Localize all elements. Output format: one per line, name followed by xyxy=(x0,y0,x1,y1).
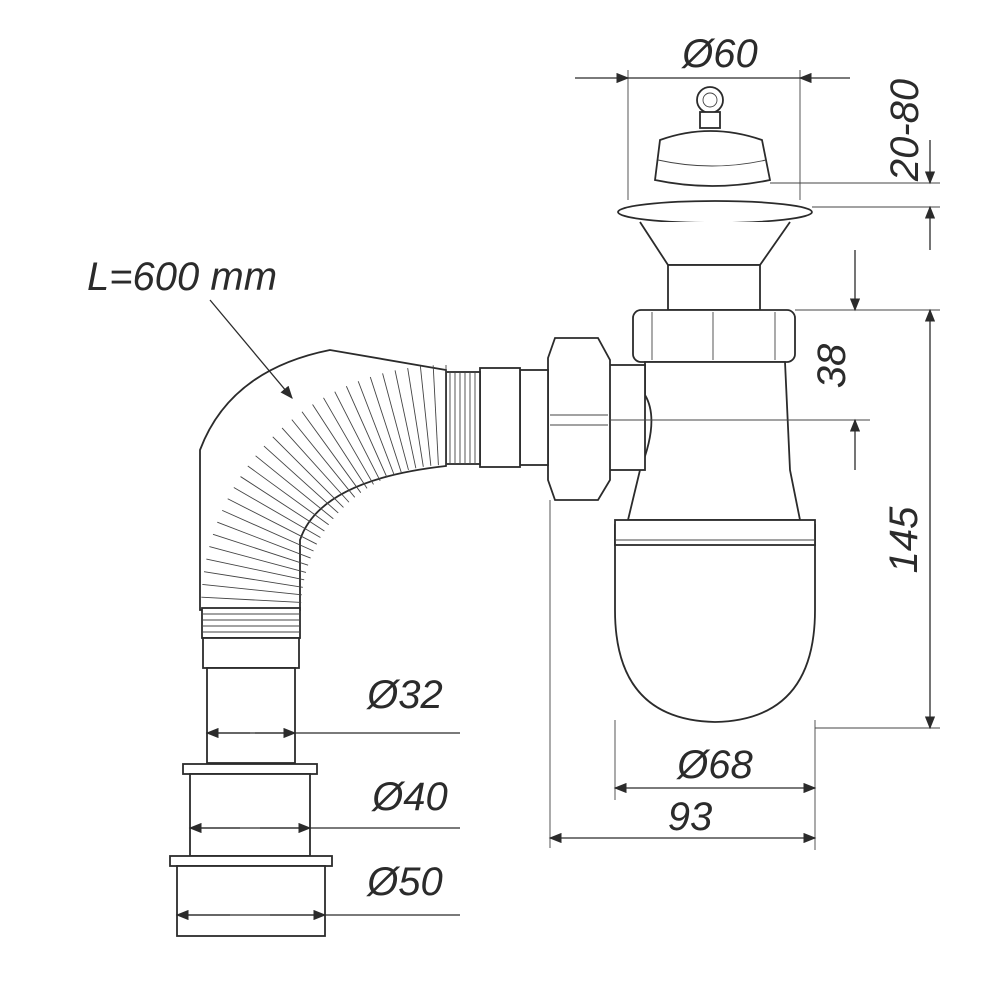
hose-rib xyxy=(201,596,302,603)
hose-rib xyxy=(323,397,374,485)
top-nut xyxy=(632,309,796,363)
outlet-d32-label: Ø32 xyxy=(365,673,443,717)
outlet-pipe xyxy=(202,637,300,764)
hose-rib xyxy=(272,436,344,508)
total-height-label: 145 xyxy=(882,506,926,573)
hose-rib xyxy=(263,445,339,514)
hose-rib xyxy=(419,366,432,466)
hose-rib xyxy=(291,419,356,498)
hose-rib xyxy=(394,370,417,469)
bottle-diameter-label: Ø68 xyxy=(675,743,753,787)
hose-rib xyxy=(247,465,329,526)
hose-rib xyxy=(301,411,362,493)
hose-rib xyxy=(382,373,409,471)
side-outlet-nut xyxy=(445,337,646,501)
adapter-50 xyxy=(169,855,333,937)
outlet-d40-label: Ø40 xyxy=(370,775,448,819)
plug-height-label: 20-80 xyxy=(883,79,927,182)
hose-rib xyxy=(281,427,350,503)
flexible-corrugated-hose xyxy=(199,349,447,639)
adapter-40 xyxy=(182,763,318,857)
hose-rib xyxy=(255,455,334,520)
hose-rib xyxy=(369,376,402,473)
hose-rib xyxy=(227,498,318,545)
stopper-diameter-label: Ø60 xyxy=(680,32,758,76)
hose-rib xyxy=(432,365,439,466)
stopper-plug xyxy=(654,86,772,187)
sink-flange xyxy=(617,200,813,311)
hose-rib xyxy=(212,533,309,566)
hose-rib xyxy=(312,404,368,489)
hose-rib xyxy=(221,509,314,552)
siphon-body xyxy=(614,361,816,723)
hose-rib xyxy=(233,487,321,538)
hose-rib xyxy=(209,546,307,573)
hose-rib xyxy=(240,476,325,532)
nut-height-label: 38 xyxy=(810,343,854,388)
hose-rib xyxy=(334,391,381,482)
outlet-d50-label: Ø50 xyxy=(365,860,443,904)
hose-rib xyxy=(345,385,388,478)
hose-rib xyxy=(217,521,311,559)
dimension-lines xyxy=(175,70,940,921)
hose-rib xyxy=(407,367,424,467)
hose-length-label: L=600 mm xyxy=(87,255,277,299)
outlet-offset-label: 93 xyxy=(668,795,713,839)
hose-rib xyxy=(202,583,302,596)
hose-rib xyxy=(203,571,303,588)
hose-rib xyxy=(357,381,395,475)
hose-rib xyxy=(206,558,305,581)
